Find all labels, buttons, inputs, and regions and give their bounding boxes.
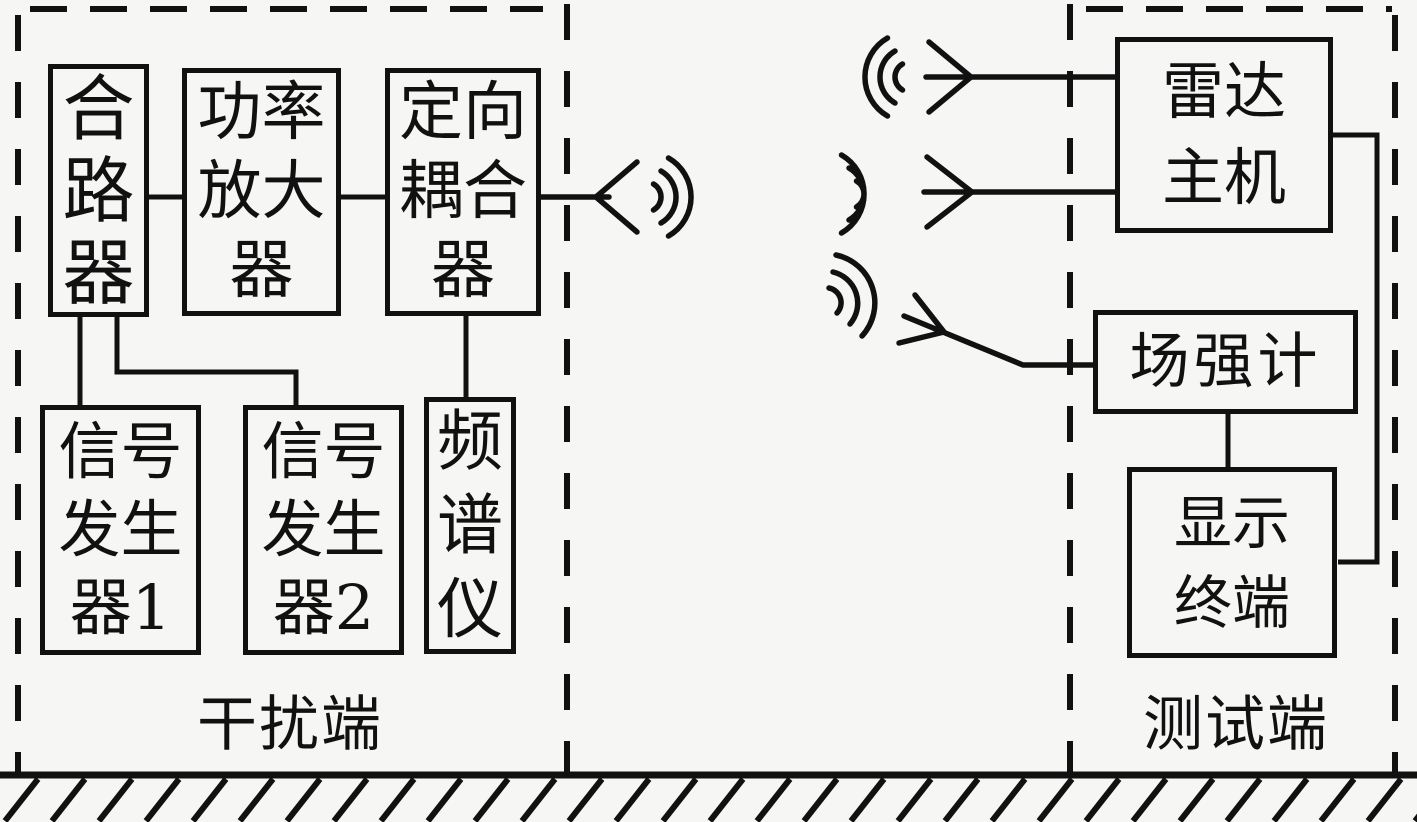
block-radar-host: 雷达 主机 — [1115, 37, 1333, 233]
rx-antenna3-icon — [826, 252, 1096, 368]
block-display-terminal-line: 终端 — [1173, 568, 1290, 637]
rx3-radio-waves-icon — [826, 252, 878, 339]
block-power-amplifier-line: 器 — [229, 233, 294, 308]
block-field-strength-meter: 场强计 — [1093, 310, 1358, 414]
block-directional-coupler-line: 器 — [431, 233, 495, 308]
wire-combiner-to-generator2 — [114, 317, 299, 405]
block-power-amplifier-line: 功率 — [197, 75, 326, 150]
wire-radar-to-display-terminal — [1333, 132, 1380, 565]
block-signal-generator-1-line: 信号 — [58, 415, 183, 488]
block-directional-coupler-line: 定向 — [399, 75, 527, 150]
rx3-antenna-feed-line — [901, 313, 1096, 368]
block-radar-host-line: 主机 — [1161, 141, 1286, 214]
block-combiner-char: 路 — [62, 148, 135, 233]
block-signal-generator-2-line: 信号 — [261, 415, 386, 488]
rx1-radio-waves-icon — [862, 35, 906, 119]
tx-antenna-fork — [593, 159, 640, 235]
tx-radio-waves-icon — [650, 155, 694, 239]
block-directional-coupler: 定向 耦合 器 — [385, 68, 541, 316]
interference-section-label: 干扰端 — [197, 689, 383, 760]
rx-antenna1-icon — [862, 35, 1118, 119]
test-section-label: 测试端 — [1143, 689, 1329, 760]
rx-antenna2-icon — [838, 152, 1118, 236]
rx2-radio-waves-icon — [838, 152, 867, 236]
block-power-amplifier-line: 放大 — [197, 154, 326, 229]
block-signal-generator-1-line: 发生 — [58, 493, 183, 566]
interference-wiring — [77, 194, 469, 405]
block-combiner: 合 路 器 — [48, 64, 149, 317]
block-spectrum-analyzer: 频 谱 仪 — [424, 397, 516, 654]
block-spectrum-analyzer-char: 谱 — [437, 486, 503, 564]
ground-icon — [0, 771, 1417, 822]
block-radar-host-line: 雷达 — [1161, 55, 1286, 128]
block-signal-generator-2: 信号 发生 器2 — [243, 405, 404, 655]
block-spectrum-analyzer-char: 频 — [437, 402, 503, 480]
ground-hatching — [2, 777, 1417, 822]
block-directional-coupler-line: 耦合 — [399, 154, 527, 229]
block-power-amplifier: 功率 放大 器 — [182, 68, 341, 316]
rx3-antenna-fork — [896, 292, 947, 346]
block-combiner-char: 合 — [62, 66, 135, 151]
tx-antenna-icon — [537, 155, 694, 239]
block-display-terminal-line: 显示 — [1173, 488, 1290, 557]
block-signal-generator-1: 信号 发生 器1 — [40, 405, 201, 655]
block-signal-generator-2-line: 器2 — [272, 571, 375, 644]
block-spectrum-analyzer-char: 仪 — [437, 570, 503, 648]
block-field-strength-meter-line: 场强计 — [1129, 327, 1322, 397]
block-combiner-char: 器 — [62, 230, 135, 315]
interference-section-boundary — [15, 4, 570, 775]
block-signal-generator-1-line: 器1 — [69, 571, 172, 644]
test-wiring — [1225, 132, 1380, 565]
block-signal-generator-2-line: 发生 — [261, 493, 386, 566]
rx1-antenna-fork — [926, 39, 974, 115]
block-display-terminal: 显示 终端 — [1127, 467, 1337, 658]
test-section-boundary — [1067, 4, 1398, 775]
rx2-antenna-fork — [924, 154, 975, 230]
